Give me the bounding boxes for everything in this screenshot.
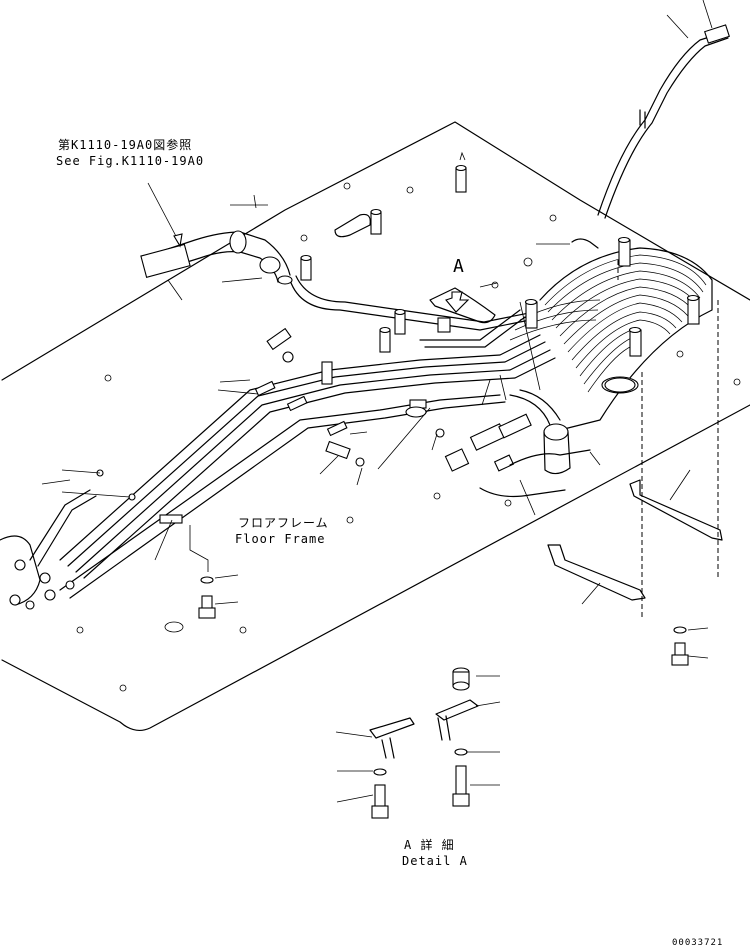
- detail-a-label-jp: A 詳 細: [404, 838, 455, 852]
- center-fittings: [266, 327, 591, 498]
- slots: [334, 213, 636, 393]
- arrow-a-icon: [445, 291, 470, 313]
- arrow-a-label: A: [453, 256, 465, 277]
- detail-a-label-en: Detail A: [402, 854, 468, 868]
- leader-lines: [41, 194, 709, 803]
- floor-frame-label-en: Floor Frame: [235, 532, 326, 546]
- fasteners: [198, 576, 689, 666]
- tube-lines: [29, 275, 556, 599]
- floor-plate-outline: [1, 121, 750, 732]
- reference-label-en: See Fig.K1110-19A0: [56, 154, 205, 168]
- left-fittings: [0, 469, 183, 610]
- detail-a-parts: [369, 667, 479, 819]
- drawing-number: 00033721: [672, 938, 724, 948]
- hose-bundle: [509, 247, 713, 431]
- floor-frame-label-jp: フロアフレーム: [238, 516, 329, 530]
- studs: [300, 164, 700, 385]
- clamps: [254, 238, 599, 437]
- elbow-pipe: [140, 230, 293, 285]
- reference-label-jp: 第K1110-19A0図参照: [58, 138, 193, 152]
- plate-holes: [76, 151, 741, 692]
- brackets: [547, 479, 723, 601]
